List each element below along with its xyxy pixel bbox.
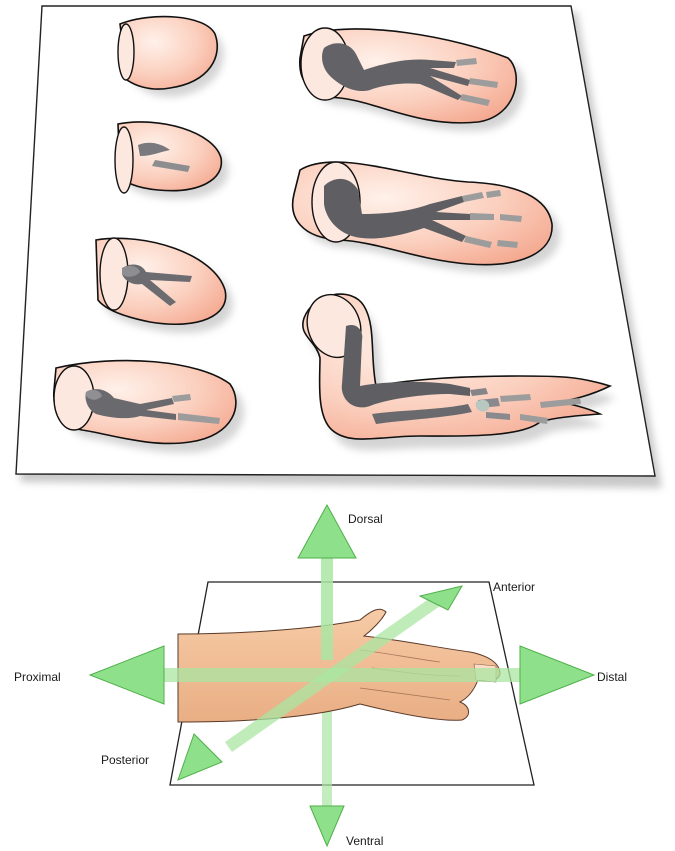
distal-arrowhead (520, 646, 594, 704)
stages-panel (16, 6, 662, 488)
anterior-label: Anterior (493, 580, 535, 594)
ventral-label: Ventral (346, 834, 383, 848)
distal-label: Distal (597, 670, 627, 684)
proximal-arrowhead (90, 646, 164, 704)
dorsal-label: Dorsal (348, 512, 383, 526)
proximal-label: Proximal (14, 670, 61, 684)
posterior-label: Posterior (101, 753, 149, 767)
axes-panel (90, 505, 594, 846)
